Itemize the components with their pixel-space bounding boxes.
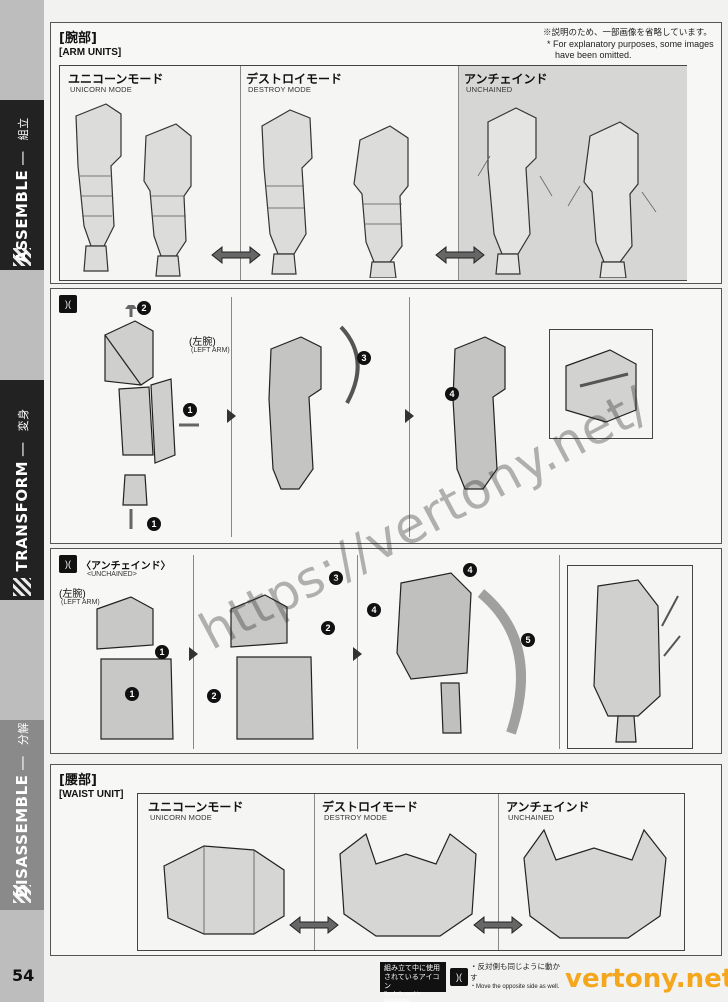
arm-modes-panel: ユニコーンモード UNICORN MODE デストロイモード DESTROY M… bbox=[59, 65, 687, 281]
arm-part-illustration bbox=[261, 109, 409, 278]
page-number: 54 bbox=[12, 966, 35, 985]
disassemble-band bbox=[0, 720, 44, 910]
arm-part-illustration bbox=[477, 107, 657, 278]
step-number-badge: 5 bbox=[521, 633, 535, 647]
icon-legend-box: 組み立て中に使用 されているアイコン Symbols used in instr… bbox=[380, 962, 446, 1002]
step-number-badge: 1 bbox=[125, 687, 139, 701]
step-number-badge: 1 bbox=[183, 403, 197, 417]
transform-step-panel: )( (左腕) (LEFT ARM) 2 1 1 3 4 bbox=[50, 288, 722, 544]
waist-illustration bbox=[339, 833, 477, 937]
mode-label-jp: デストロイモード bbox=[246, 72, 343, 86]
left-arm-label-en: (LEFT ARM) bbox=[191, 347, 230, 354]
assemble-label: ASSEMBLE—組立 bbox=[13, 117, 31, 263]
arm-transform-illustration bbox=[452, 336, 506, 490]
divider bbox=[559, 555, 560, 749]
waist-modes-panel: ユニコーンモード UNICORN MODE デストロイモード DESTROY M… bbox=[137, 793, 685, 951]
arm-part-illustration bbox=[75, 103, 192, 277]
section-title-jp: [腕部] bbox=[59, 31, 97, 46]
mode-label-jp: ユニコーンモード bbox=[68, 72, 164, 86]
mode-label-en: UNICORN MODE bbox=[150, 813, 212, 822]
step-number-badge: 2 bbox=[207, 689, 221, 703]
mode-label-jp: デストロイモード bbox=[322, 800, 419, 814]
left-arm-label-en: (LEFT ARM) bbox=[61, 599, 100, 606]
waist-unit-section: [腰部] [WAIST UNIT] ユニコーンモード UNICORN MODE … bbox=[50, 764, 722, 956]
unchained-result-illustration bbox=[593, 579, 681, 743]
icon-legend-jp-2: されているアイコン bbox=[384, 973, 440, 990]
icon-legend-jp-1: 組み立て中に使用 bbox=[384, 965, 440, 972]
unchained-illustration bbox=[96, 596, 174, 740]
section-title-en: [ARM UNITS] bbox=[59, 47, 122, 58]
mode-label-en: UNCHAINED bbox=[466, 85, 513, 94]
arm-units-section: [腕部] [ARM UNITS] ※説明のため、一部画像を省略しています。 * … bbox=[50, 22, 722, 284]
hatch-mark-icon bbox=[13, 885, 31, 903]
step-number-badge: 1 bbox=[155, 645, 169, 659]
omission-note-en-1: * For explanatory purposes, some images bbox=[547, 39, 714, 49]
mode-label-en: UNICORN MODE bbox=[70, 85, 132, 94]
brand-logo: vertony.net bbox=[565, 964, 728, 994]
divider bbox=[240, 66, 241, 280]
opposite-side-jp: ・反対側も同じように動かす bbox=[470, 962, 560, 982]
transform-label: TRANSFORM—変身 bbox=[13, 408, 31, 572]
step-number-badge: 4 bbox=[367, 603, 381, 617]
step-number-badge: 2 bbox=[321, 621, 335, 635]
mode-switch-arrow-icon bbox=[473, 915, 523, 935]
step-number-badge: 3 bbox=[329, 571, 343, 585]
omission-note-jp: ※説明のため、一部画像を省略しています。 bbox=[543, 27, 712, 37]
mode-label-en: DESTROY MODE bbox=[324, 813, 388, 822]
head-detail-illustration bbox=[565, 349, 637, 423]
divider bbox=[498, 794, 499, 950]
mode-label-jp: ユニコーンモード bbox=[148, 800, 244, 814]
opposite-side-icon: )( bbox=[450, 968, 468, 986]
mode-switch-arrow-icon bbox=[435, 245, 485, 265]
hatch-mark-icon bbox=[13, 248, 31, 266]
omission-note-en-2: have been omitted. bbox=[555, 50, 632, 60]
section-title-jp: [腰部] bbox=[59, 773, 97, 788]
opposite-side-icon: )( bbox=[59, 295, 77, 313]
waist-illustration bbox=[163, 845, 285, 935]
unchained-result-inset bbox=[567, 565, 693, 749]
next-step-arrow-icon bbox=[189, 647, 198, 661]
waist-illustration bbox=[523, 828, 667, 939]
unchained-illustration bbox=[230, 594, 314, 740]
next-step-arrow-icon bbox=[353, 647, 362, 661]
mode-label-en: DESTROY MODE bbox=[248, 85, 312, 94]
step-number-badge: 1 bbox=[147, 517, 161, 531]
unchained-title-en: <UNCHAINED> bbox=[87, 571, 137, 578]
mode-label-jp: アンチェインド bbox=[506, 800, 590, 814]
disassemble-label: DISASSEMBLE—分解 bbox=[13, 722, 31, 898]
step-number-badge: 4 bbox=[463, 563, 477, 577]
unchained-illustration bbox=[396, 572, 526, 735]
detail-inset bbox=[549, 329, 653, 439]
transform-band bbox=[0, 380, 44, 600]
opposite-side-legend: ・反対側も同じように動かす ・Move the opposite side as… bbox=[470, 962, 566, 992]
unchained-title-jp: 〈アンチェインド〉 bbox=[81, 561, 171, 572]
step-number-badge: 4 bbox=[445, 387, 459, 401]
hatch-mark-icon bbox=[13, 578, 31, 596]
opposite-side-en: ・Move the opposite side as well. bbox=[470, 984, 560, 990]
mode-switch-arrow-icon bbox=[289, 915, 339, 935]
divider bbox=[458, 66, 459, 280]
section-title-en: [WAIST UNIT] bbox=[59, 789, 124, 800]
arm-transform-illustration bbox=[268, 325, 360, 490]
divider bbox=[314, 794, 315, 950]
left-arm-label-jp: (左腕) bbox=[59, 589, 86, 600]
next-step-arrow-icon bbox=[227, 409, 236, 423]
unchained-step-panel: )( 〈アンチェインド〉 <UNCHAINED> (左腕) (LEFT ARM)… bbox=[50, 548, 722, 754]
assemble-band bbox=[0, 100, 44, 270]
left-arm-label-jp: (左腕) bbox=[189, 337, 216, 348]
mode-label-en: UNCHAINED bbox=[508, 813, 555, 822]
arm-transform-illustration bbox=[104, 305, 199, 529]
step-number-badge: 3 bbox=[357, 351, 371, 365]
opposite-side-icon: )( bbox=[59, 555, 77, 573]
next-step-arrow-icon bbox=[405, 409, 414, 423]
icon-legend-en: Symbols used in instructions bbox=[384, 991, 421, 1002]
mode-switch-arrow-icon bbox=[211, 245, 261, 265]
mode-label-jp: アンチェインド bbox=[464, 72, 548, 86]
step-number-badge: 2 bbox=[137, 301, 151, 315]
